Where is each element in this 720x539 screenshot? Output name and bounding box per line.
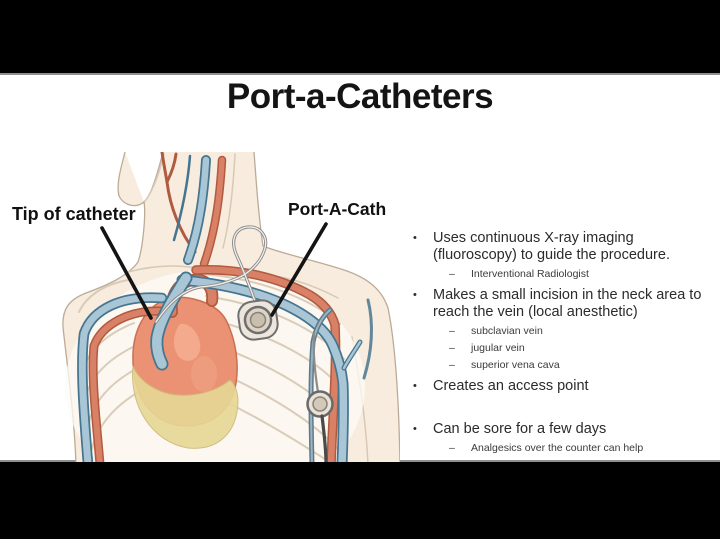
bullet-text: Makes a small incision in the neck area … bbox=[433, 287, 702, 320]
bullet-group: • Uses continuous X-ray imaging (fluoros… bbox=[406, 230, 711, 281]
port-device bbox=[237, 299, 279, 341]
letterbox-bottom bbox=[0, 462, 720, 539]
catheter-tube bbox=[154, 225, 268, 324]
letterbox-top bbox=[0, 0, 720, 73]
bullet-group: • Creates an access point bbox=[406, 378, 711, 395]
bullet-subitem: – Analgesics over the counter can help bbox=[449, 442, 711, 455]
bullet-marker: • bbox=[413, 289, 417, 301]
bullet-item: • Can be sore for a few days bbox=[406, 421, 711, 438]
subitem-text: jugular vein bbox=[471, 342, 525, 354]
slide: Port-a-Catheters bbox=[0, 73, 720, 464]
dash-marker: – bbox=[449, 442, 455, 454]
label-port-a-cath: Port-A-Cath bbox=[288, 199, 387, 219]
bullet-group: • Makes a small incision in the neck are… bbox=[406, 287, 711, 372]
bullet-text: Uses continuous X-ray imaging (fluorosco… bbox=[433, 230, 670, 263]
bullet-list: • Uses continuous X-ray imaging (fluoros… bbox=[406, 230, 711, 461]
bullet-marker: • bbox=[413, 232, 417, 244]
subitem-text: Analgesics over the counter can help bbox=[471, 442, 644, 454]
bullet-item: • Creates an access point bbox=[406, 378, 711, 395]
bullet-marker: • bbox=[413, 380, 417, 392]
subitem-text: superior vena cava bbox=[471, 359, 560, 371]
leader-lines bbox=[100, 222, 328, 320]
bullet-marker: • bbox=[413, 423, 417, 435]
bullet-text: Creates an access point bbox=[433, 378, 589, 394]
bullet-subitem: – Interventional Radiologist bbox=[449, 268, 711, 281]
dash-marker: – bbox=[449, 359, 455, 371]
subitem-text: subclavian vein bbox=[471, 325, 543, 337]
bullet-item: • Uses continuous X-ray imaging (fluoros… bbox=[406, 230, 711, 264]
bullet-item: • Makes a small incision in the neck are… bbox=[406, 287, 711, 321]
port-leader-line bbox=[270, 222, 328, 317]
bullet-subitem: – subclavian vein bbox=[449, 325, 711, 338]
bullet-group: • Can be sore for a few days – Analgesic… bbox=[406, 421, 711, 455]
dash-marker: – bbox=[449, 268, 455, 280]
bullet-text: Can be sore for a few days bbox=[433, 421, 607, 437]
slide-title: Port-a-Catheters bbox=[226, 77, 494, 116]
dash-marker: – bbox=[449, 342, 455, 354]
label-tip-of-catheter: Tip of catheter bbox=[12, 204, 136, 224]
bullet-subitem: – superior vena cava bbox=[449, 359, 711, 372]
bullet-subitem: – jugular vein bbox=[449, 342, 711, 355]
chest-illustration bbox=[62, 152, 400, 464]
arm-port bbox=[306, 332, 334, 464]
subitem-text: Interventional Radiologist bbox=[471, 268, 589, 280]
tip-leader-line bbox=[100, 226, 153, 320]
dash-marker: – bbox=[449, 325, 455, 337]
